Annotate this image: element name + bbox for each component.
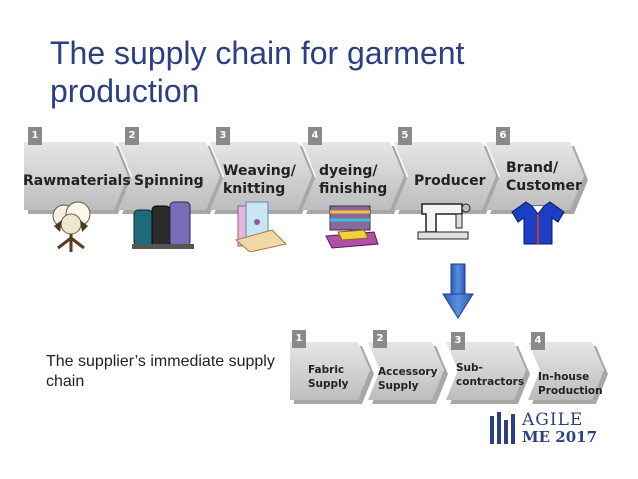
chevron-1 [24, 142, 128, 210]
sub-chevron-4 [528, 342, 604, 400]
chevron-6 [486, 142, 584, 210]
sub-chevron-3 [446, 342, 526, 400]
logo-text-me-2017: ME 2017 [522, 428, 598, 446]
chevron-4 [302, 142, 404, 210]
down-arrow-icon [442, 263, 474, 319]
sub-step-number-4: 4 [531, 332, 545, 350]
slide-title: The supply chain for garment production [50, 35, 465, 109]
chevron-3 [210, 142, 312, 210]
logo-text-agile: AGILE [522, 410, 584, 430]
step-label-spinning: Spinning [134, 173, 204, 189]
shirt-icon [511, 201, 565, 245]
sub-chevron-1 [290, 342, 370, 400]
sub-step-number-1: 1 [292, 330, 306, 348]
step-number-1: 1 [28, 127, 42, 145]
step-label-weaving: Weaving/knitting [223, 163, 296, 197]
step-label-raw-materials: Rawmaterials [23, 173, 131, 189]
sub-step-number-3: 3 [451, 332, 465, 350]
step-label-brand: Brand/Customer [506, 160, 582, 194]
chevron-5 [394, 142, 496, 210]
chevron-2 [118, 142, 220, 210]
thread-spools-icon [132, 201, 194, 249]
fabric-roll-icon [234, 201, 287, 252]
agile-me-logo-icon [490, 412, 515, 444]
step-label-dyeing: dyeing/finishing [319, 163, 388, 197]
step-number-2: 2 [125, 127, 139, 145]
step-number-3: 3 [216, 127, 230, 145]
step-number-4: 4 [308, 127, 322, 145]
step-number-6: 6 [496, 127, 510, 145]
step-label-producer: Producer [414, 173, 486, 189]
sewing-machine-icon [417, 203, 471, 240]
step-number-5: 5 [398, 127, 412, 145]
dye-rack-icon [325, 205, 379, 249]
sub-step-number-2: 2 [373, 330, 387, 348]
cotton-plant-icon [52, 201, 91, 252]
sub-chevron-2 [368, 342, 444, 400]
supplier-caption: The supplier’s immediate supply chain [46, 353, 275, 390]
sub-label-subcontractors: Sub-contractors [456, 362, 525, 388]
